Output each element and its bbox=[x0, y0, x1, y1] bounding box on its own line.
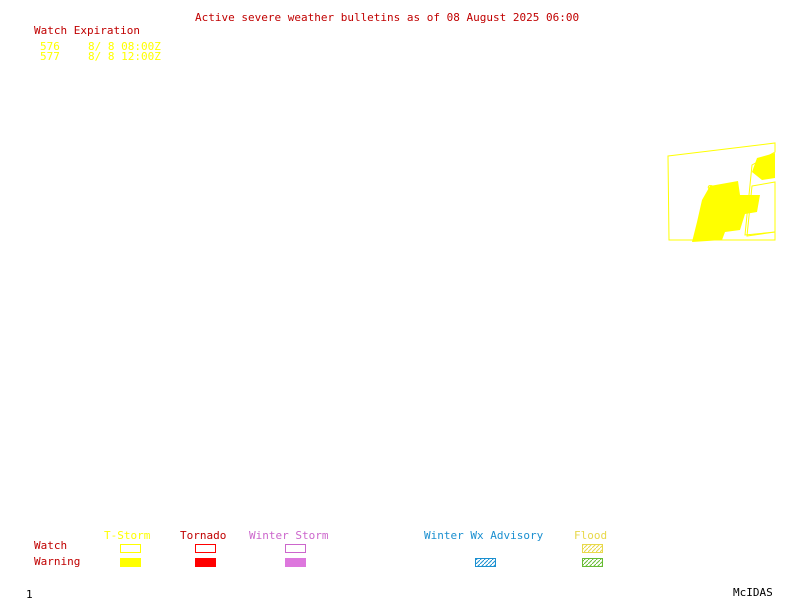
winter-storm-watch-swatch bbox=[285, 544, 306, 553]
legend-label-tstorm: T-Storm bbox=[104, 529, 151, 542]
legend-row-label-warning: Warning bbox=[34, 555, 81, 568]
legend-label-winter-wx-advisory: Winter Wx Advisory bbox=[424, 529, 544, 542]
tstorm-watch-swatch bbox=[120, 544, 141, 553]
flood-warning-swatch bbox=[582, 558, 603, 567]
tornado-watch-swatch bbox=[195, 544, 216, 553]
frame-number: 1 bbox=[26, 588, 33, 600]
tstorm-warning-swatch bbox=[120, 558, 141, 567]
legend-label-winter-storm: Winter Storm bbox=[249, 529, 329, 542]
watch-id: 577 bbox=[40, 50, 60, 63]
flood-watch-swatch bbox=[582, 544, 603, 553]
bulletin-title: Active severe weather bulletins as of 08… bbox=[195, 11, 580, 24]
tstorm-warning-area bbox=[692, 153, 775, 242]
tornado-warning-swatch bbox=[195, 558, 216, 567]
winter-wx-advisory-swatch bbox=[475, 558, 496, 567]
watch-expiry: 8/ 8 08:00Z bbox=[88, 40, 161, 53]
legend-label-tornado: Tornado bbox=[180, 529, 227, 542]
map-watch-label: S bbox=[707, 183, 714, 196]
watch-id: 576 bbox=[40, 40, 60, 53]
watch-box-577 bbox=[746, 181, 776, 237]
legend-row-label-watch: Watch bbox=[34, 539, 68, 552]
watch-expiry: 8/ 8 12:00Z bbox=[88, 50, 161, 63]
winter-storm-warning-swatch bbox=[285, 558, 306, 567]
legend-label-flood: Flood bbox=[574, 529, 608, 542]
mcidas-brand: McIDAS bbox=[733, 586, 773, 599]
watch-expiration-header: Watch Expiration bbox=[34, 24, 140, 37]
